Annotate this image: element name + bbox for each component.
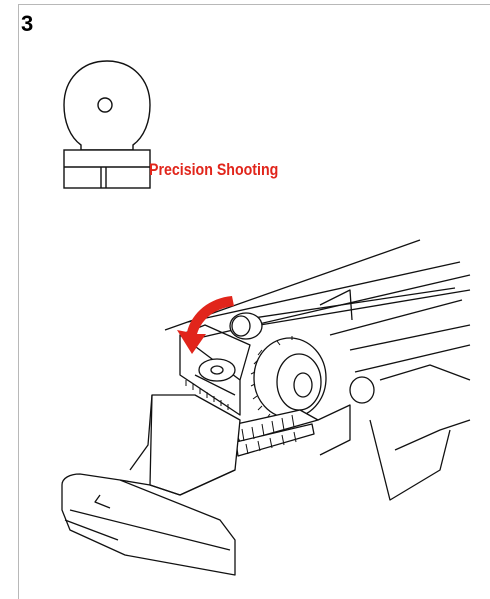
rotation-arrow-icon [177,296,234,354]
precision-shooting-label: Precision Shooting [149,161,279,179]
step-number: 3 [21,11,33,36]
instruction-panel [18,4,490,599]
